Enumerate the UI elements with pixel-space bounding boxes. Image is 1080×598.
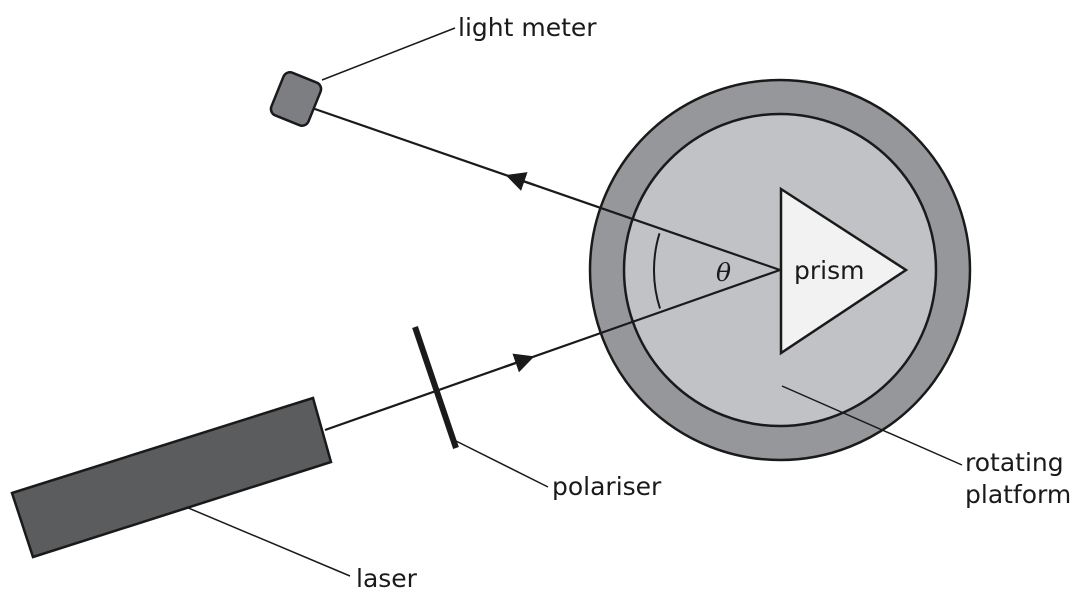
- polariser: [412, 326, 459, 449]
- label-angle-theta: θ: [716, 258, 731, 287]
- label-prism: prism: [794, 256, 864, 285]
- leader-polariser: [449, 437, 549, 488]
- light-meter: [269, 71, 323, 127]
- reflected-beam-arrow: [505, 172, 536, 191]
- label-platform: platform: [965, 480, 1071, 509]
- label-polariser: polariser: [552, 472, 662, 501]
- angle-arc: [653, 233, 661, 309]
- laser-body: [10, 396, 333, 559]
- incident-beam-arrow: [504, 353, 535, 373]
- label-laser: laser: [356, 564, 418, 593]
- leader-rotating-platform: [781, 385, 963, 466]
- label-rotating: rotating: [965, 448, 1064, 477]
- label-light-meter: light meter: [458, 13, 597, 42]
- leader-light-meter: [321, 27, 456, 81]
- reflected-beam: [311, 106, 781, 272]
- prism: [779, 186, 909, 356]
- incident-beam: [324, 268, 781, 432]
- leader-laser: [185, 506, 351, 577]
